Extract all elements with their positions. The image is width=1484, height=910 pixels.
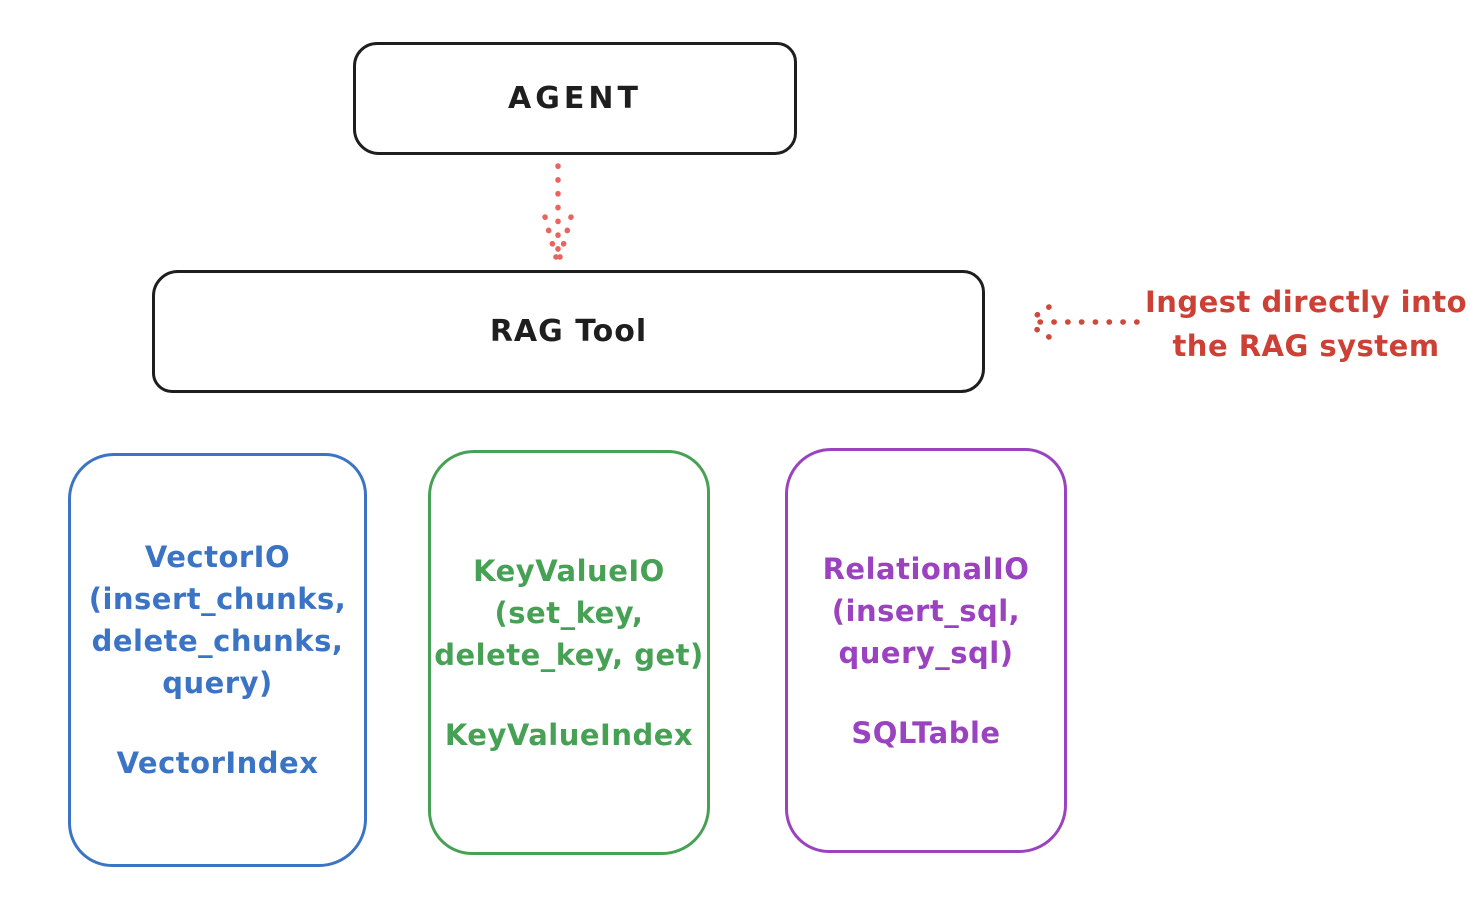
relationalio-index-label: SQLTable <box>851 715 1001 750</box>
relationalio-node: RelationalIO (insert_sql, query_sql) SQL… <box>785 448 1067 853</box>
relationalio-line: RelationalIO <box>822 551 1030 586</box>
relationalio-line: query_sql) <box>838 635 1014 670</box>
vectorio-node: VectorIO (insert_chunks, delete_chunks, … <box>68 453 367 867</box>
agent-label: AGENT <box>508 81 642 116</box>
vectorio-index-label: VectorIndex <box>116 746 319 780</box>
dotted-down-arrow-icon <box>542 163 574 261</box>
keyvalueio-index-label: KeyValueIndex <box>444 717 694 752</box>
keyvalueio-interface-block: KeyValueIO (set_key, delete_key, get) <box>434 550 704 676</box>
relationalio-interface-block: RelationalIO (insert_sql, query_sql) <box>823 548 1030 674</box>
keyvalueio-line: KeyValueIO <box>473 553 665 588</box>
agent-node: AGENT <box>353 42 797 155</box>
vectorio-line: (insert_chunks, <box>88 582 347 616</box>
ingest-annotation-line2: the RAG system <box>1172 329 1440 363</box>
vectorio-line: VectorIO <box>144 540 291 574</box>
ingest-annotation-line1: Ingest directly into <box>1144 285 1468 319</box>
vectorio-interface-block: VectorIO (insert_chunks, delete_chunks, … <box>89 536 347 704</box>
keyvalueio-line: delete_key, get) <box>434 637 704 672</box>
ingest-annotation: Ingest directly into the RAG system <box>1138 280 1474 368</box>
dotted-left-arrow-icon <box>1025 304 1140 340</box>
rag-tool-label: RAG Tool <box>489 314 648 349</box>
vectorio-line: query) <box>162 666 273 700</box>
relationalio-line: (insert_sql, <box>831 593 1021 628</box>
vectorio-line: delete_chunks, <box>91 624 344 658</box>
rag-tool-node: RAG Tool <box>152 270 985 393</box>
keyvalueio-node: KeyValueIO (set_key, delete_key, get) Ke… <box>428 450 710 855</box>
keyvalueio-line: (set_key, <box>494 595 644 630</box>
